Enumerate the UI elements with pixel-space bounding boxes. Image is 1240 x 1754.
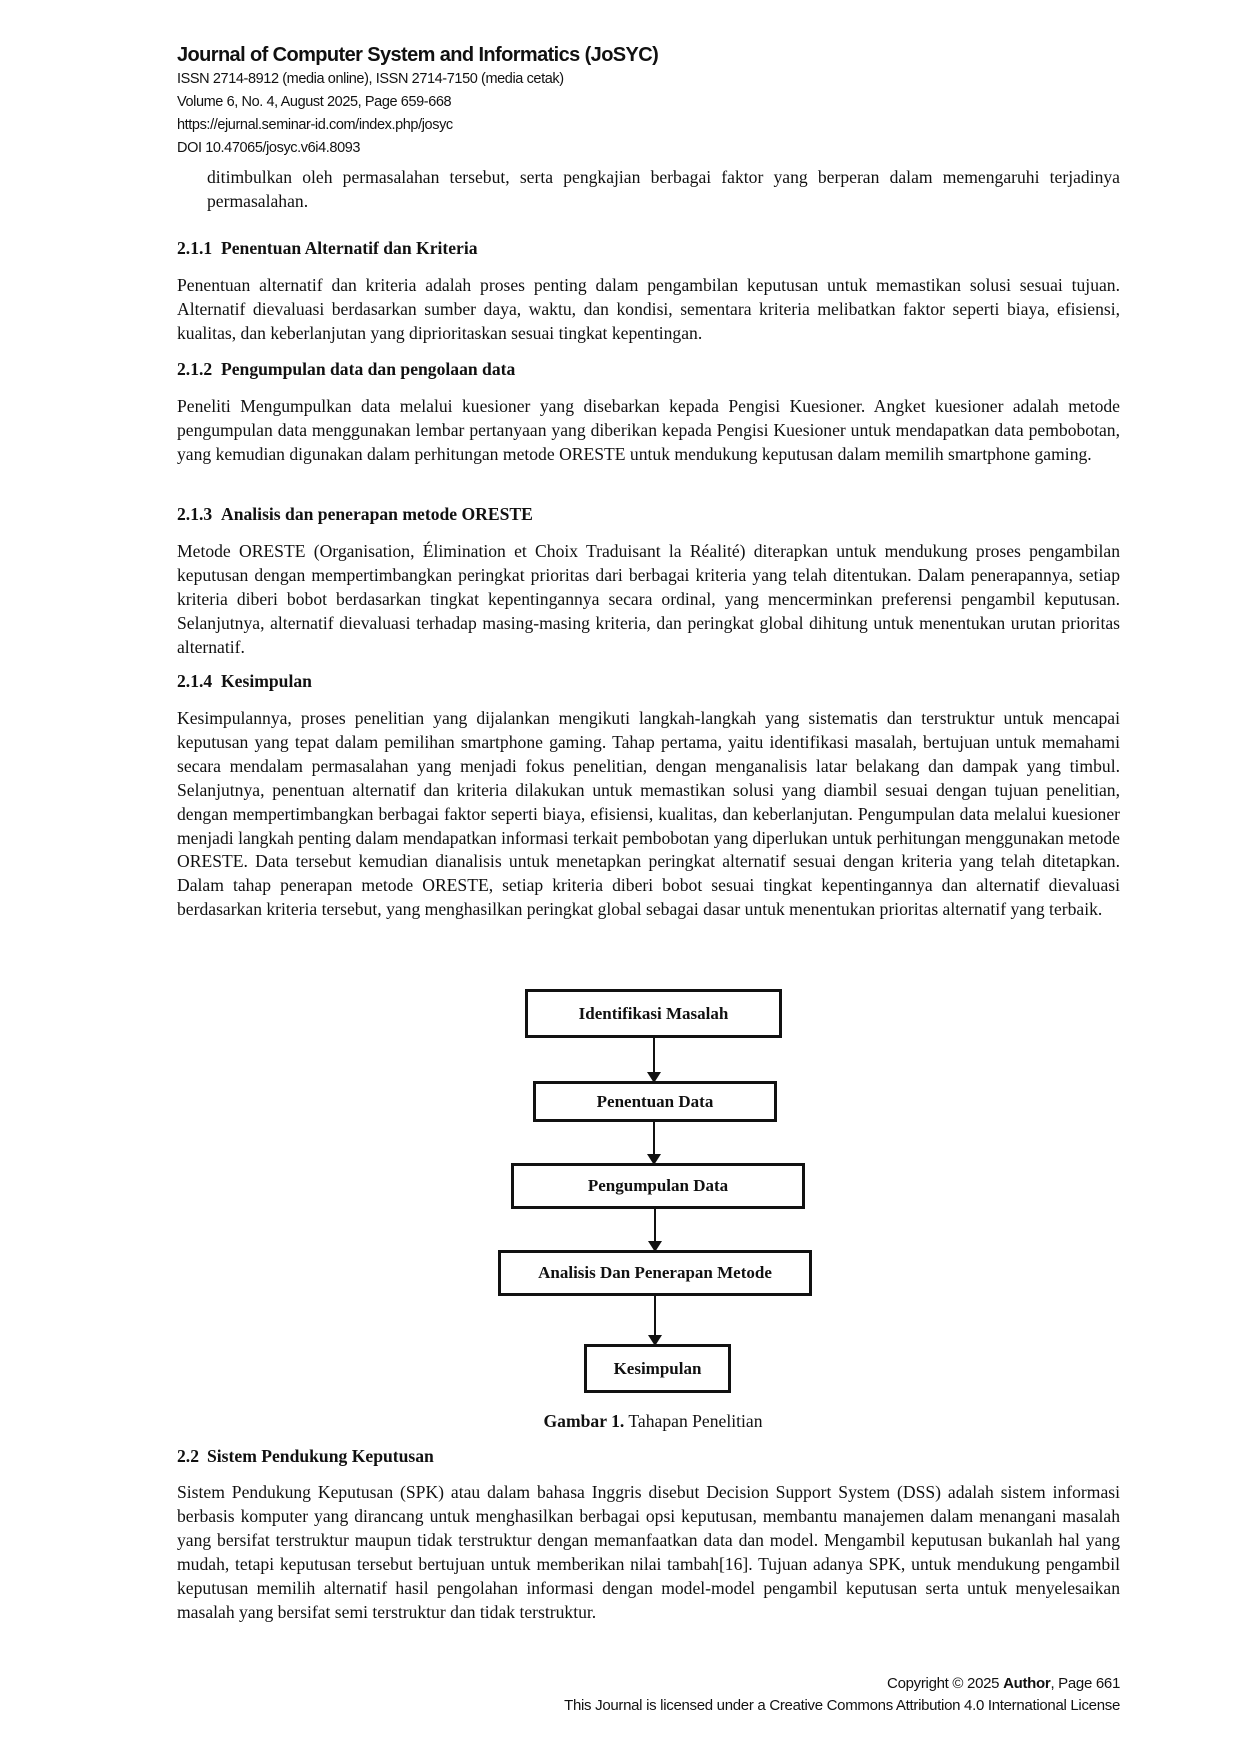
section-paragraph: Peneliti Mengumpulkan data melalui kuesi… — [177, 396, 1120, 464]
issn: ISSN 2714-8912 (media online), ISSN 2714… — [177, 71, 564, 87]
page-number: , Page 661 — [1050, 1675, 1120, 1692]
flow-step-analisis: Analisis Dan Penerapan Metode — [498, 1250, 812, 1296]
section-paragraph: Kesimpulannya, proses penelitian yang di… — [177, 708, 1120, 920]
journal-title: Journal of Computer System and Informati… — [177, 44, 659, 66]
section-heading: 2.1.1 Penentuan Alternatif dan Kriteria — [177, 237, 1120, 261]
arrow-down-icon — [648, 1209, 662, 1252]
section-heading: 2.2 Sistem Pendukung Keputusan — [177, 1445, 1120, 1469]
section-number: 2.1.3 — [177, 504, 213, 524]
section-heading: 2.1.3 Analisis dan penerapan metode OREST… — [177, 503, 1120, 527]
section-title: Pengumpulan data dan pengolaan data — [221, 359, 516, 379]
section-number: 2.1.1 — [177, 238, 213, 258]
flow-step-pengumpulan: Pengumpulan Data — [511, 1163, 805, 1209]
copyright-line: Copyright © 2025 Author, Page 661 — [887, 1675, 1120, 1692]
license-line[interactable]: This Journal is licensed under a Creativ… — [564, 1697, 1120, 1714]
flow-step-penentuan: Penentuan Data — [533, 1081, 777, 1122]
section-title: Penentuan Alternatif dan Kriteria — [221, 238, 478, 258]
section-number: 2.1.2 — [177, 359, 213, 379]
section-title: Analisis dan penerapan metode ORESTE — [221, 504, 533, 524]
section-number: 2.2 — [177, 1446, 199, 1466]
volume-info: Volume 6, No. 4, August 2025, Page 659-6… — [177, 94, 452, 110]
section-paragraph: Sistem Pendukung Keputusan (SPK) atau da… — [177, 1482, 1120, 1622]
section-heading: 2.1.2 Pengumpulan data dan pengolaan data — [177, 358, 1120, 382]
section-heading: 2.1.4 Kesimpulan — [177, 670, 1120, 694]
section-title: Kesimpulan — [221, 671, 312, 691]
caption-text: Tahapan Penelitian — [628, 1411, 763, 1431]
author: Author — [1003, 1675, 1051, 1692]
section-paragraph: Metode ORESTE (Organisation, Élimination… — [177, 541, 1120, 657]
doi[interactable]: DOI 10.47065/josyc.v6i4.8093 — [177, 140, 361, 156]
copyright-prefix: Copyright © 2025 — [887, 1675, 1004, 1692]
arrow-down-icon — [648, 1296, 662, 1346]
figure-caption: Gambar 1. Tahapan Penelitian — [0, 1411, 1240, 1432]
journal-url[interactable]: https://ejurnal.seminar-id.com/index.php… — [177, 117, 453, 133]
flow-step-kesimpulan: Kesimpulan — [584, 1344, 731, 1393]
caption-label: Gambar 1. — [543, 1411, 625, 1431]
section-title: Sistem Pendukung Keputusan — [207, 1446, 434, 1466]
section-paragraph: Penentuan alternatif dan kriteria adalah… — [177, 275, 1120, 343]
section-number: 2.1.4 — [177, 671, 213, 691]
flow-step-identifikasi: Identifikasi Masalah — [525, 989, 782, 1038]
arrow-down-icon — [647, 1122, 661, 1165]
intro-paragraph: ditimbulkan oleh permasalahan tersebut, … — [207, 167, 1120, 211]
arrow-down-icon — [647, 1038, 661, 1083]
